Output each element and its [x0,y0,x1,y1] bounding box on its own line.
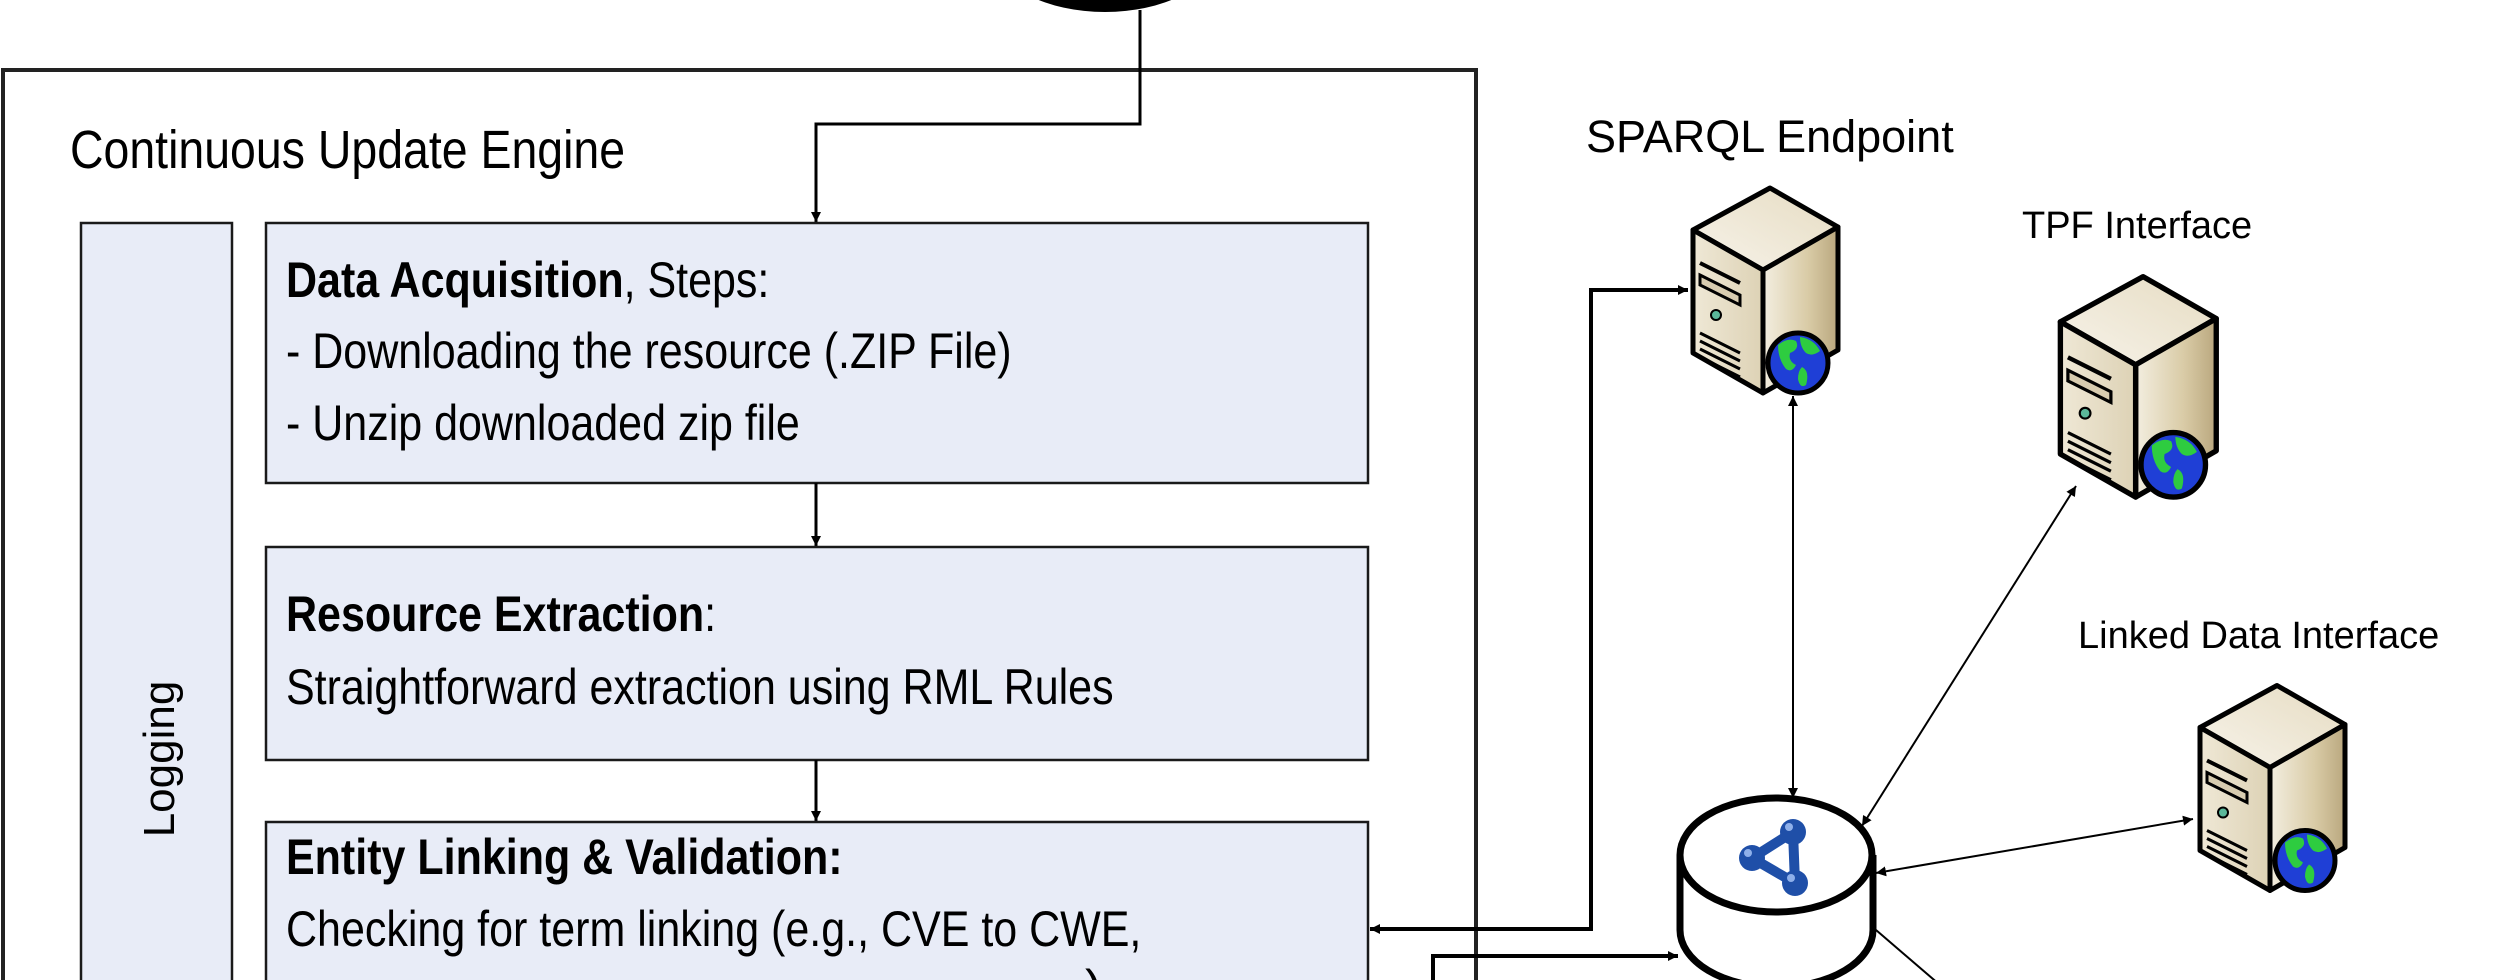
linked-data-server-icon[interactable] [2200,686,2345,891]
rdf-store[interactable] [1676,794,1877,980]
svg-text:Data Acquisition, Steps:: Data Acquisition, Steps: [286,252,769,308]
start-terminal [1038,0,1172,12]
tpf-interface-label: TPF Interface [2022,205,2252,247]
rdf-graph-icon [1739,819,1808,896]
step-line: - Downloading the resource (.ZIP File) [286,323,1012,379]
sparql-endpoint-label: SPARQL Endpoint [1586,111,1954,162]
connector-sparql-to-linking [1370,285,1688,934]
engine-title: Continuous Update Engine [70,119,625,180]
connector-engine-to-store [1431,951,1678,980]
tpf-server-icon[interactable] [2060,277,2216,497]
svg-text:Entity Linking & Validation:: Entity Linking & Validation: [286,829,843,885]
step-data-acquisition: Data Acquisition, Steps: - Downloading t… [264,221,1370,485]
logging-label: Logging [135,681,184,838]
svg-text:Resource Extraction:: Resource Extraction: [286,586,716,642]
logging-bar [79,221,234,980]
step-resource-extraction: Resource Extraction: Straightforward ext… [264,545,1370,762]
step-title: Resource Extraction [286,586,704,642]
linked-data-interface-label: Linked Data Interface [2078,615,2439,657]
step-title-rest: , Steps: [624,252,770,308]
step-entity-linking: Entity Linking & Validation: Checking fo… [264,820,1370,980]
connector-start-to-acquisition [811,10,1142,222]
step-line: - Unzip downloaded zip file [286,395,800,451]
step-line: Straightforward extraction using RML Rul… [286,659,1114,715]
step-title-rest: : [704,586,716,642]
connector-store-to-offscreen [1875,929,1936,980]
step-line-cutoff: ) [1085,960,1102,980]
step-line: Checking for term linking (e.g., CVE to … [286,901,1141,957]
step-title: Data Acquisition [286,252,624,308]
connector-linkeddata-to-store [1875,815,2194,877]
step-title: Entity Linking & Validation: [286,829,843,885]
sparql-server-icon[interactable] [1693,188,1838,393]
connector-tpf-to-store [1861,485,2077,827]
